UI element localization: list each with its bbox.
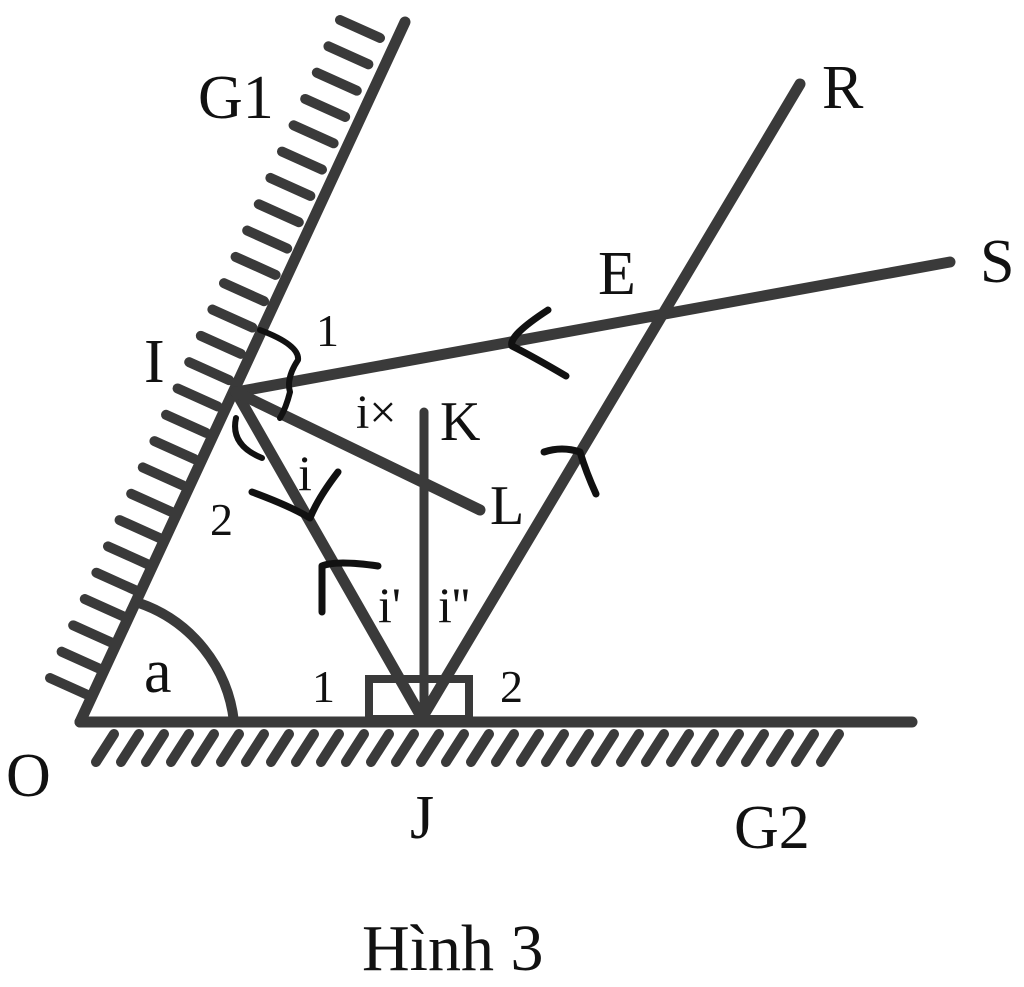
right-angle-mark-j bbox=[365, 675, 473, 723]
label-j: J bbox=[410, 784, 434, 852]
hatch-mark bbox=[466, 729, 494, 767]
label-l: L bbox=[490, 475, 524, 537]
ray-jr bbox=[416, 78, 806, 724]
label-s: S bbox=[980, 228, 1014, 296]
hatch-mark bbox=[641, 729, 669, 767]
label-g2: G2 bbox=[734, 794, 810, 862]
hatch-mark bbox=[216, 729, 244, 767]
hatch-mark bbox=[191, 729, 219, 767]
hatch-mark bbox=[716, 729, 744, 767]
hatch-mark bbox=[114, 515, 165, 544]
label-e: E bbox=[598, 240, 636, 308]
angle-label-i-double-prime: i'' bbox=[438, 577, 470, 633]
hatch-mark bbox=[219, 278, 269, 307]
angle-label-a: a bbox=[144, 638, 172, 706]
hatch-mark bbox=[265, 172, 316, 201]
angle-mark-i-2 bbox=[232, 415, 265, 461]
hatch-mark bbox=[491, 729, 519, 767]
hatch-mark bbox=[291, 729, 319, 767]
hatch-mark bbox=[137, 462, 188, 491]
mirror-g1 bbox=[74, 16, 411, 728]
hatch-mark bbox=[172, 383, 223, 412]
hatch-mark bbox=[230, 251, 281, 280]
hatch-mark bbox=[184, 357, 235, 386]
hatch-mark bbox=[56, 646, 107, 675]
arrow-ij-lower bbox=[318, 559, 382, 616]
hatch-mark bbox=[516, 729, 544, 767]
normal-il bbox=[230, 386, 486, 516]
hatch-mark bbox=[207, 304, 258, 333]
hatch-mark bbox=[391, 729, 419, 767]
hatch-mark bbox=[591, 729, 619, 767]
hatch-mark bbox=[195, 330, 246, 359]
angle-label-i-x: i× bbox=[356, 386, 396, 439]
angle-label-i-prime: i' bbox=[378, 577, 401, 633]
hatch-mark bbox=[242, 225, 293, 254]
hatch-mark bbox=[91, 729, 119, 767]
angle-label-j-2: 2 bbox=[500, 661, 523, 712]
hatch-mark bbox=[416, 729, 444, 767]
arrow-ij bbox=[248, 468, 342, 522]
hatch-mark bbox=[288, 120, 339, 149]
ray-ij bbox=[230, 386, 428, 724]
hatch-mark bbox=[277, 146, 327, 175]
angle-label-i-2: 2 bbox=[210, 494, 233, 545]
angle-label-i: i bbox=[298, 445, 312, 501]
figure-caption: Hình 3 bbox=[362, 912, 544, 985]
angle-label-j-1: 1 bbox=[312, 661, 335, 712]
hatch-mark bbox=[45, 673, 95, 701]
hatch-mark bbox=[253, 199, 304, 228]
ray-si bbox=[230, 256, 956, 398]
hatch-mark bbox=[791, 729, 819, 767]
hatch-mark bbox=[126, 488, 177, 517]
hatch-mark bbox=[91, 567, 142, 596]
hatch-mark bbox=[541, 729, 569, 767]
mirror-g2-hatching bbox=[91, 729, 844, 767]
hatch-mark bbox=[103, 541, 153, 570]
hatch-mark bbox=[241, 729, 269, 767]
hatch-mark bbox=[366, 729, 394, 767]
arrow-si bbox=[508, 306, 570, 380]
hatch-mark bbox=[691, 729, 719, 767]
angle-label-i-1: 1 bbox=[316, 305, 339, 356]
hatch-mark bbox=[161, 409, 211, 438]
hatch-mark bbox=[441, 729, 469, 767]
hatch-mark bbox=[141, 729, 169, 767]
hatch-mark bbox=[266, 729, 294, 767]
hatch-mark bbox=[816, 729, 844, 767]
hatch-mark bbox=[300, 93, 351, 122]
hatch-mark bbox=[149, 436, 200, 465]
hatch-mark bbox=[166, 729, 194, 767]
hatch-mark bbox=[311, 67, 362, 96]
hatch-mark bbox=[741, 729, 769, 767]
hatch-mark bbox=[68, 620, 119, 649]
label-i: I bbox=[144, 328, 165, 396]
angle-a-arc bbox=[134, 598, 239, 727]
mirror-g1-hatching bbox=[45, 15, 385, 701]
hatch-mark bbox=[766, 729, 794, 767]
angle-mark-i-1 bbox=[257, 327, 302, 421]
label-k: K bbox=[440, 391, 480, 453]
hatch-mark bbox=[323, 41, 374, 70]
hatch-mark bbox=[616, 729, 644, 767]
hatch-mark bbox=[79, 594, 130, 623]
label-r: R bbox=[822, 54, 864, 122]
hatch-mark bbox=[341, 729, 369, 767]
hatch-mark bbox=[316, 729, 344, 767]
hatch-mark bbox=[116, 729, 144, 767]
label-o: O bbox=[6, 742, 51, 810]
hatch-mark bbox=[335, 15, 385, 43]
arrow-jr bbox=[540, 445, 600, 498]
label-g1: G1 bbox=[198, 64, 274, 132]
hatch-mark bbox=[566, 729, 594, 767]
hatch-mark bbox=[666, 729, 694, 767]
